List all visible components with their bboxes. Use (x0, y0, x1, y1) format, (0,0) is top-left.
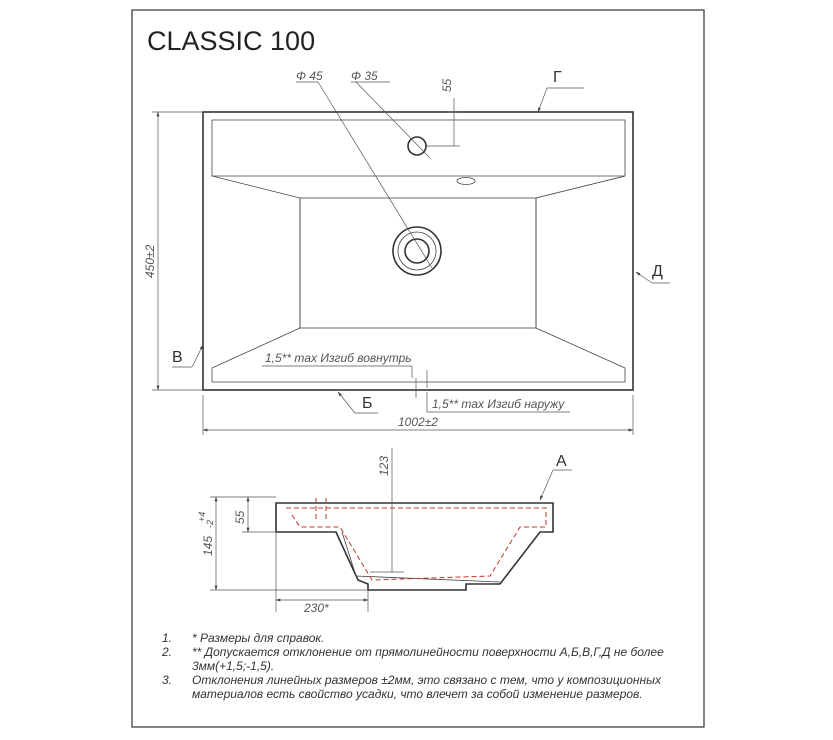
surface-letter-b: Б (362, 395, 373, 412)
hidden-contour (286, 507, 547, 581)
note-2-line-1: ** Допускается отклонение от прямолинейн… (192, 645, 664, 659)
dim-d45: Φ 45 (296, 69, 323, 83)
side-view: 123 55 145 +4 -2 230* A (197, 448, 572, 615)
surface-letter-a: A (556, 453, 567, 470)
dim-145-tol-plus: +4 (197, 512, 207, 522)
dim-width: 1002±2 (398, 415, 438, 429)
note-1-num: 1. (162, 631, 172, 645)
dim-145: 145 (201, 536, 215, 556)
dim-55-top: 55 (440, 78, 454, 92)
note-1-line-1: * Размеры для справок. (192, 631, 324, 645)
surface-letter-g: Г (553, 69, 562, 86)
top-view: Φ 45 Φ 35 55 450±2 1002±2 Г Д В Б (143, 69, 670, 435)
basin-outline (202, 111, 634, 391)
dim-55-side: 55 (233, 510, 247, 524)
note-3-num: 3. (162, 673, 172, 687)
drawing-frame (131, 9, 705, 728)
callout-outward: 1,5** max Изгиб наружу (432, 397, 565, 411)
dim-height: 450±2 (143, 244, 157, 278)
dim-123: 123 (377, 456, 391, 476)
drawing-title: CLASSIC 100 (147, 26, 315, 56)
dim-230: 230* (303, 601, 329, 615)
note-2-num: 2. (161, 645, 172, 659)
tap-hole (407, 136, 427, 156)
notes: 1. * Размеры для справок. 2. ** Допускае… (161, 631, 664, 701)
note-2-line-2: 3мм(+1,5;-1,5). (192, 659, 274, 673)
surface-letter-d: Д (652, 263, 663, 280)
note-3-line-2: материалов есть свойство усадки, что вле… (192, 687, 643, 701)
surface-letter-v: В (172, 349, 183, 366)
dim-d35: Φ 35 (351, 69, 378, 83)
drain (392, 226, 442, 276)
dim-145-tol-minus: -2 (205, 520, 215, 528)
note-3-line-1: Отклонения линейных размеров ±2мм, это с… (192, 673, 662, 687)
callout-inward: 1,5** max Изгиб вовнутрь (265, 351, 412, 365)
